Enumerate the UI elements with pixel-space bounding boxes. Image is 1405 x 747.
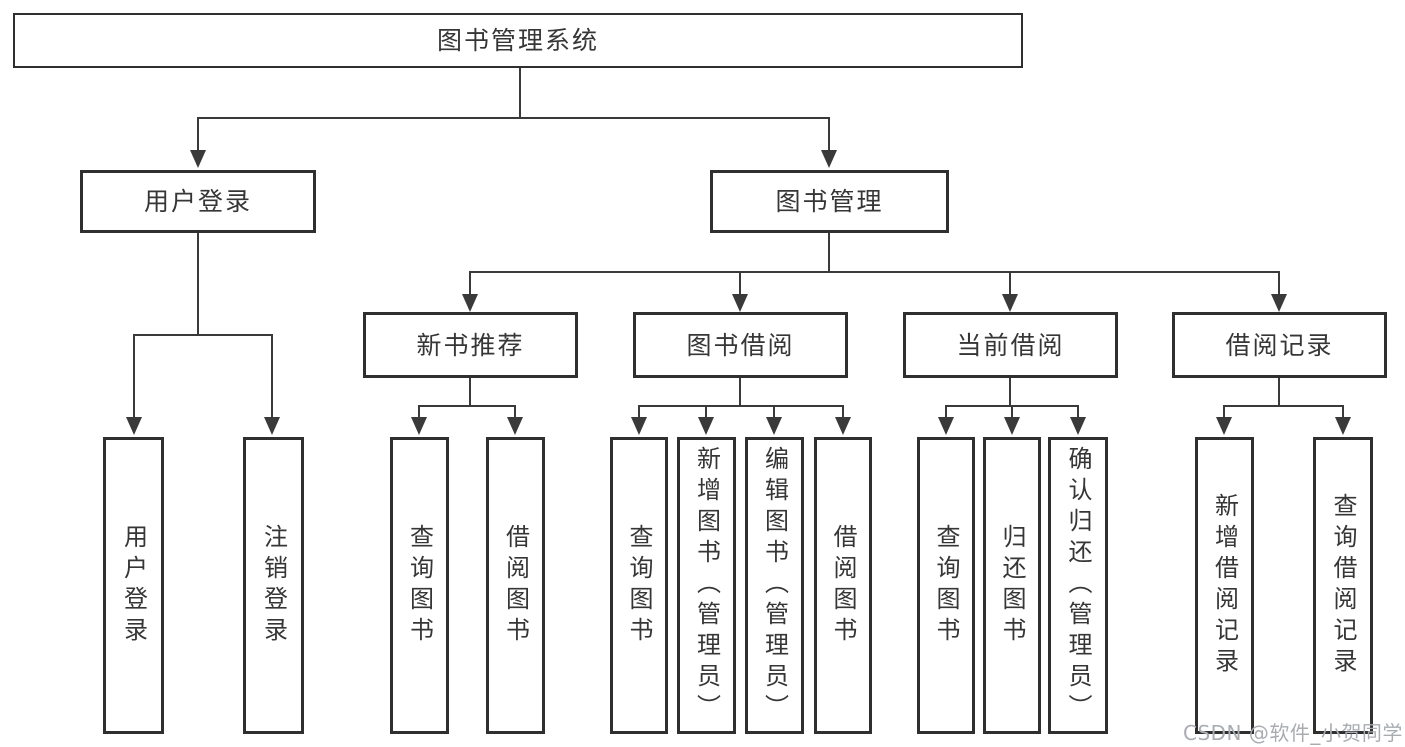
leaf-label: 编辑图书（管理员） — [760, 446, 789, 725]
node-label: 图书借阅 — [686, 330, 795, 360]
node-current-borrowing: 当前借阅 — [903, 312, 1118, 378]
node-user-login: 用户登录 — [80, 170, 316, 233]
node-label: 新书推荐 — [416, 330, 525, 360]
leaf-newbook-query-books: 查询图书 — [390, 437, 449, 734]
node-label: 借阅记录 — [1225, 330, 1334, 360]
leaf-user-login: 用户登录 — [103, 437, 164, 734]
leaf-label: 新增借阅记录 — [1210, 492, 1239, 679]
leaf-borrow-edit-books-admin: 编辑图书（管理员） — [745, 437, 804, 734]
leaf-label: 查询图书 — [405, 523, 434, 648]
leaf-current-confirm-return-admin: 确认归还（管理员） — [1048, 437, 1108, 734]
node-book-borrowing: 图书借阅 — [633, 312, 848, 378]
leaf-records-add-borrow-record: 新增借阅记录 — [1195, 437, 1254, 734]
leaf-borrow-query-books: 查询图书 — [610, 437, 668, 734]
leaf-label: 查询借阅记录 — [1329, 492, 1357, 679]
leaf-label: 查询图书 — [625, 523, 653, 648]
leaf-label: 确认归还（管理员） — [1064, 446, 1092, 725]
leaf-label: 查询图书 — [932, 523, 960, 648]
leaf-label: 用户登录 — [119, 523, 148, 648]
node-library-management-system: 图书管理系统 — [13, 13, 1023, 68]
node-borrowing-records: 借阅记录 — [1172, 312, 1387, 378]
node-label: 图书管理 — [775, 187, 884, 216]
leaf-label: 借阅图书 — [501, 523, 530, 648]
leaf-borrow-add-books-admin: 新增图书（管理员） — [677, 437, 736, 734]
leaf-label: 借阅图书 — [829, 523, 857, 648]
leaf-current-return-books: 归还图书 — [983, 437, 1041, 734]
node-label: 图书管理系统 — [436, 26, 599, 55]
leaf-records-query-borrow-record: 查询借阅记录 — [1313, 437, 1373, 734]
leaf-label: 新增图书（管理员） — [692, 446, 721, 725]
leaf-borrow-borrow-books: 借阅图书 — [814, 437, 872, 734]
leaf-current-query-books: 查询图书 — [917, 437, 975, 734]
node-label: 用户登录 — [143, 187, 252, 216]
leaf-logout: 注销登录 — [243, 437, 304, 734]
node-book-management: 图书管理 — [710, 170, 949, 233]
leaf-label: 注销登录 — [259, 523, 288, 648]
leaf-label: 归还图书 — [998, 523, 1026, 648]
csdn-watermark: CSDN @软件_小贺同学 — [1183, 721, 1403, 745]
node-label: 当前借阅 — [956, 330, 1065, 360]
node-new-book-recommendation: 新书推荐 — [363, 312, 578, 378]
leaf-newbook-borrow-books: 借阅图书 — [486, 437, 545, 734]
